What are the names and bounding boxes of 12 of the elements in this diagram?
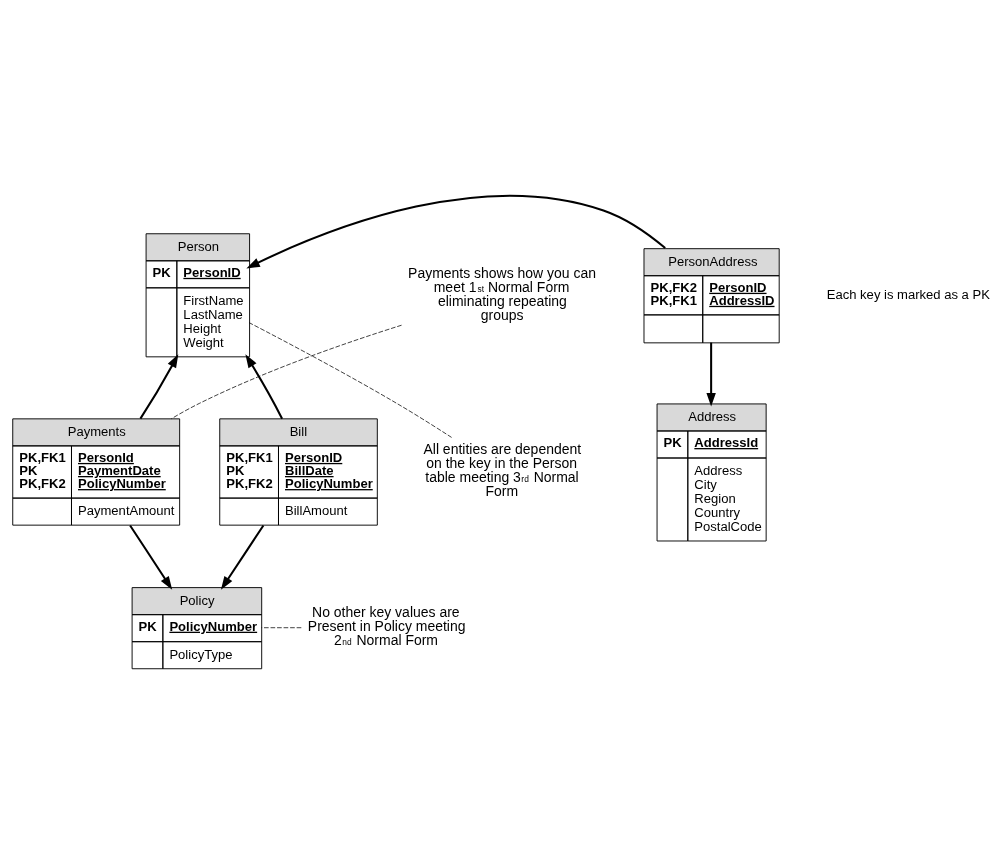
arrow (246, 194, 666, 269)
node-text: No other key values are Present in Policy meeting 2nd Normal Form (307, 603, 466, 648)
arrow (129, 524, 173, 590)
arrow (220, 524, 265, 590)
label: Each key is marked as a PK (826, 286, 990, 302)
node-text: Payments shows how you can meet 1st Normal Form eliminating repeating groups (408, 264, 596, 323)
connector (171, 324, 402, 420)
node-text: All entities are dependent on the key in the Person table meeting 3rd Normal Form (423, 441, 582, 500)
connector (248, 322, 452, 438)
arrow (245, 354, 284, 420)
arrow (706, 342, 716, 407)
arrow (139, 354, 179, 420)
